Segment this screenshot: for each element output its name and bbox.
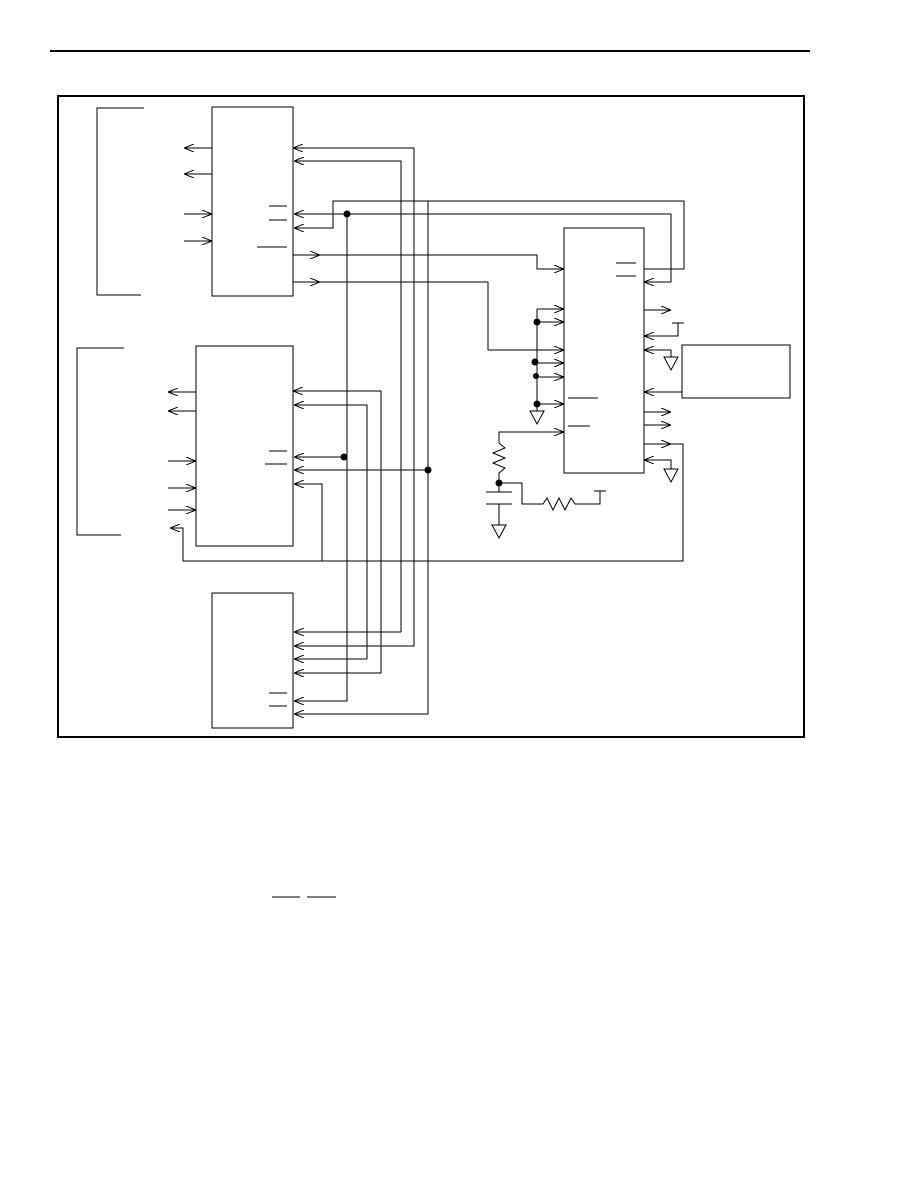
resistor (491, 442, 507, 483)
signal-wire (320, 281, 564, 350)
junction-node (424, 466, 432, 474)
chip-middle (195, 345, 294, 547)
chip-bottom (211, 592, 294, 729)
chip-top (211, 106, 294, 297)
junction-node (533, 400, 541, 408)
connector-bracket-top (96, 107, 144, 296)
figure-frame (57, 95, 805, 738)
junction-node (340, 453, 348, 461)
reset-wire (498, 431, 564, 443)
ground-symbol (529, 410, 545, 426)
bus-wire (294, 390, 382, 673)
pin-wire (644, 460, 672, 469)
junction-node (343, 210, 351, 218)
control-wire (294, 200, 685, 270)
external-device-box (681, 344, 791, 399)
pin-wire (644, 350, 672, 357)
control-wire (347, 213, 672, 282)
connector-bracket-middle (76, 347, 124, 536)
junction-node (531, 358, 539, 366)
chip-controller (563, 227, 645, 474)
return-wire (294, 484, 323, 561)
signal-wire (320, 254, 564, 269)
control-wire (294, 201, 429, 714)
junction-node (533, 373, 539, 379)
return-wire (170, 443, 684, 562)
resistor (499, 482, 601, 512)
control-wire (294, 214, 348, 701)
bus-wire (294, 161, 402, 632)
junction-node (533, 318, 541, 326)
bus-wire (294, 405, 368, 659)
pin-wire (644, 323, 679, 336)
ground-symbol (491, 524, 507, 540)
ground-symbol (663, 356, 679, 372)
bus-wire (294, 148, 415, 646)
ground-symbol (663, 468, 679, 484)
